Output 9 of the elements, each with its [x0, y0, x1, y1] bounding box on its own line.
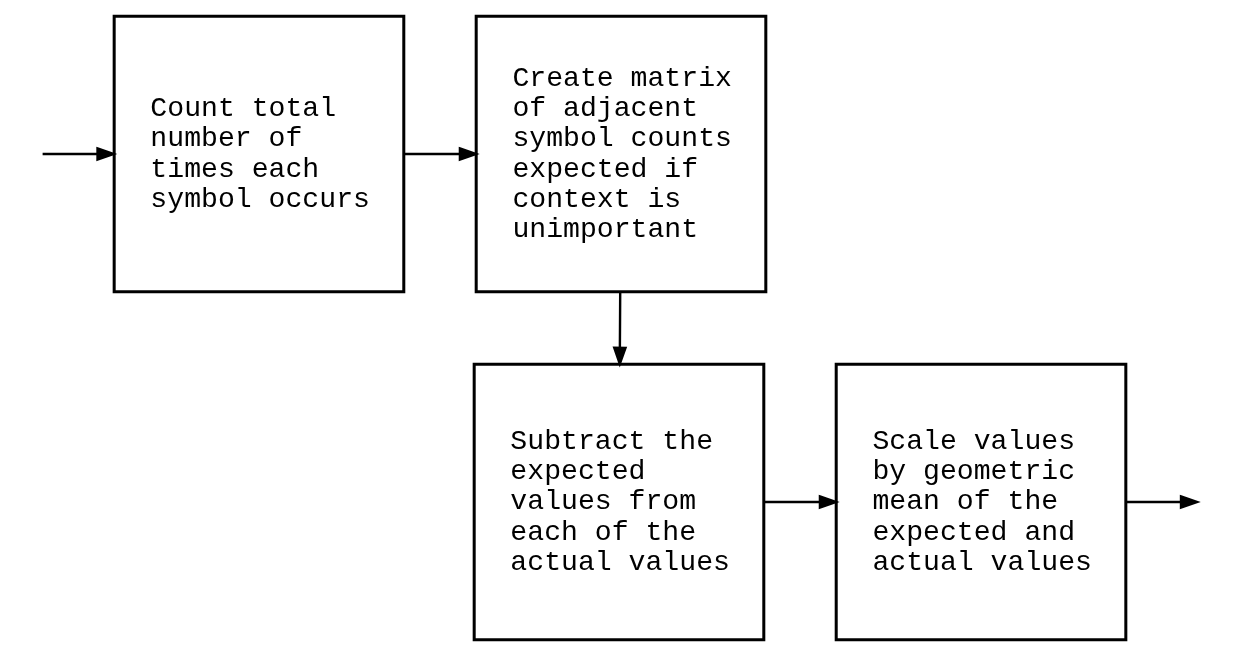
node-box: Subtract the expected values from each of the actual values: [472, 362, 765, 642]
arrow: [403, 146, 480, 162]
arrow: [42, 146, 117, 162]
node-box: Scale values by geometric mean of the expected and actual values: [834, 362, 1127, 642]
arrow: [1125, 494, 1201, 510]
arrow: [612, 291, 627, 368]
node-box: Create matrix of adjacent symbol counts expected if context is unimportant: [474, 14, 767, 294]
node-box: Count total number of times each symbol occurs: [112, 14, 405, 294]
arrow: [763, 494, 840, 510]
